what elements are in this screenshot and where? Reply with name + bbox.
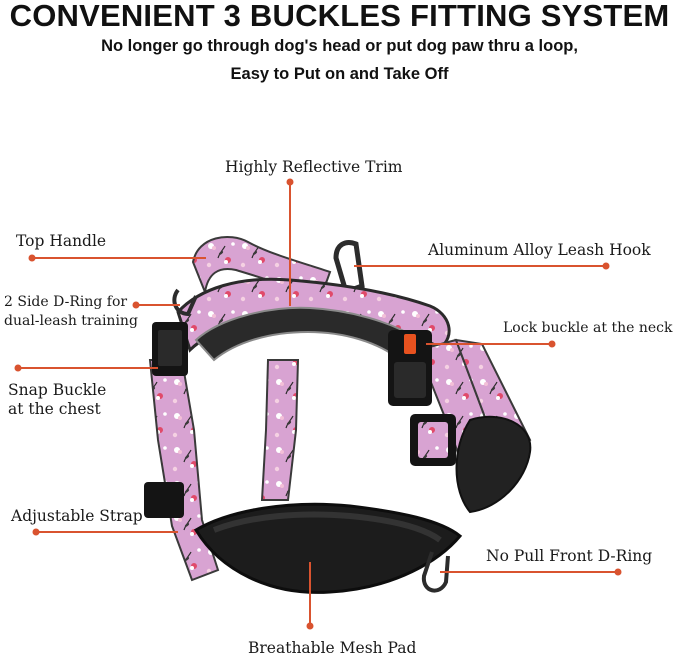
front-d-ring: [421, 551, 450, 593]
subtitle-line-1: No longer go through dog's head or put d…: [101, 37, 578, 55]
left-strap: [148, 359, 220, 582]
label-side-dring-1: 2 Side D-Ring for: [4, 294, 128, 310]
label-lock-buckle: Lock buckle at the neck: [503, 320, 673, 336]
label-side-dring-2: dual-leash training: [4, 313, 138, 329]
label-snap-buckle-2: at the chest: [8, 400, 101, 418]
page-title: CONVENIENT 3 BUCKLES FITTING SYSTEM: [9, 0, 670, 33]
label-adjustable-strap: Adjustable Strap: [11, 507, 143, 525]
side-d-ring: [172, 288, 198, 317]
label-mesh-pad: Breathable Mesh Pad: [248, 639, 417, 657]
label-front-dring: No Pull Front D-Ring: [486, 547, 653, 565]
center-strap: [260, 359, 300, 501]
label-top-handle: Top Handle: [16, 232, 107, 250]
subtitle-line-2: Easy to Put on and Take Off: [230, 65, 449, 83]
label-reflective-trim: Highly Reflective Trim: [225, 158, 403, 176]
mesh-pad: [193, 502, 463, 594]
chest-plate: [455, 415, 532, 514]
label-snap-buckle-1: Snap Buckle: [8, 381, 107, 399]
leash-hook: [333, 240, 365, 296]
callout-leaders: [14, 178, 622, 630]
label-leash-hook: Aluminum Alloy Leash Hook: [428, 241, 651, 259]
